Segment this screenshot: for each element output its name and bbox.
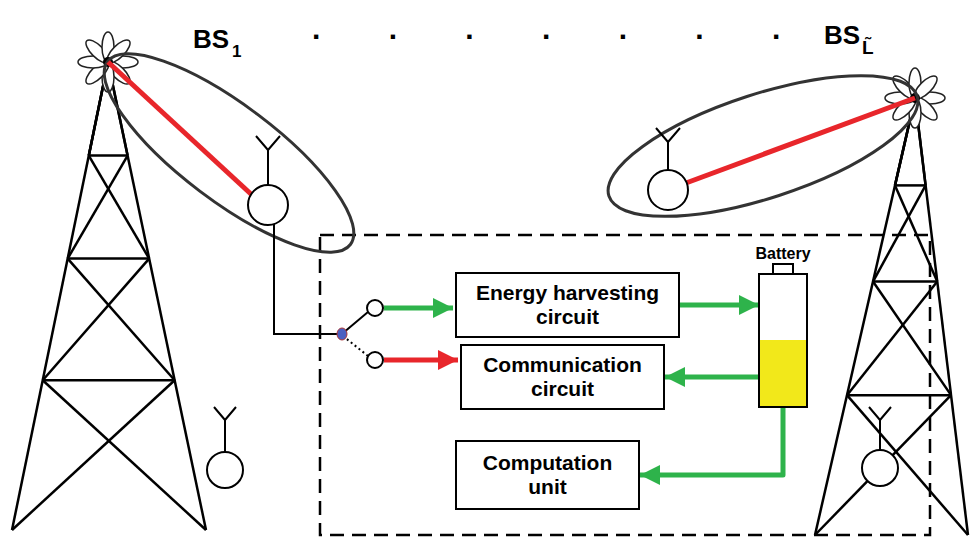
- tower-strut: [895, 184, 926, 187]
- antenna-symbol: [214, 407, 236, 452]
- antenna-symbol: [869, 407, 891, 450]
- battery-label: Battery: [741, 244, 825, 263]
- battery: Battery: [741, 244, 825, 409]
- tower-strut: [108, 62, 206, 530]
- box-label: Communication circuit: [472, 353, 653, 401]
- switch-contact: [367, 300, 383, 316]
- antenna-symbol: [256, 136, 280, 185]
- beam-link: [686, 98, 915, 183]
- battery-terminal: [773, 264, 793, 274]
- beam-lobe: [593, 46, 933, 245]
- tower-strut: [815, 395, 951, 535]
- beam-link: [108, 62, 252, 195]
- harvest-path: [384, 306, 453, 311]
- power-flow-arrow: [640, 407, 783, 475]
- station-index: 1: [232, 43, 241, 60]
- tower-strut: [68, 156, 128, 259]
- tower-strut: [847, 282, 937, 396]
- tower-strut: [43, 379, 175, 382]
- tower-strut: [43, 259, 149, 381]
- tower-strut: [895, 185, 937, 281]
- device-boundary: [320, 235, 930, 535]
- tower-strut: [89, 154, 128, 157]
- tower-strut: [873, 280, 937, 283]
- tower-strut: [68, 259, 175, 381]
- user-device: [862, 450, 898, 486]
- tower-strut: [43, 380, 206, 530]
- switch-pivot: [337, 328, 347, 340]
- process-box: Energy harvesting circuit: [455, 272, 680, 338]
- battery-charge: [759, 340, 807, 407]
- tower-strut: [847, 395, 968, 535]
- towers: [12, 32, 968, 535]
- box-label: Computation unit: [467, 451, 628, 499]
- antenna-petal: [911, 73, 941, 103]
- switch-contact: [367, 352, 383, 368]
- switch-arm: [343, 312, 368, 333]
- station-index: L̃: [862, 38, 874, 57]
- station-label: BS: [824, 22, 860, 48]
- tower-strut: [815, 98, 915, 535]
- tower-strut: [915, 98, 968, 535]
- tower-strut: [12, 380, 175, 530]
- ellipsis: . . . . . . .: [312, 14, 810, 44]
- beam-lobe: [79, 23, 380, 283]
- battery-symbol: [741, 263, 825, 409]
- tower-strut: [847, 394, 951, 397]
- tower-strut: [68, 257, 149, 260]
- station-label: BS: [193, 26, 229, 52]
- box-label: Energy harvesting circuit: [467, 281, 668, 329]
- tower-strut: [12, 62, 108, 530]
- power-flow-arrow: [680, 303, 759, 308]
- tower-strut: [873, 282, 951, 396]
- user-device: [248, 185, 288, 225]
- antenna-wire: [274, 224, 340, 334]
- user-device: [648, 170, 688, 210]
- power-flow-arrow: [665, 375, 759, 380]
- antenna-symbol: [656, 128, 680, 170]
- tower-strut: [873, 185, 926, 281]
- switch-arm-open: [343, 336, 368, 356]
- process-box: Computation unit: [455, 440, 640, 510]
- information-path: [384, 358, 458, 363]
- user-device: [207, 452, 243, 488]
- battery-body: [759, 274, 807, 407]
- process-box: Communication circuit: [460, 344, 665, 410]
